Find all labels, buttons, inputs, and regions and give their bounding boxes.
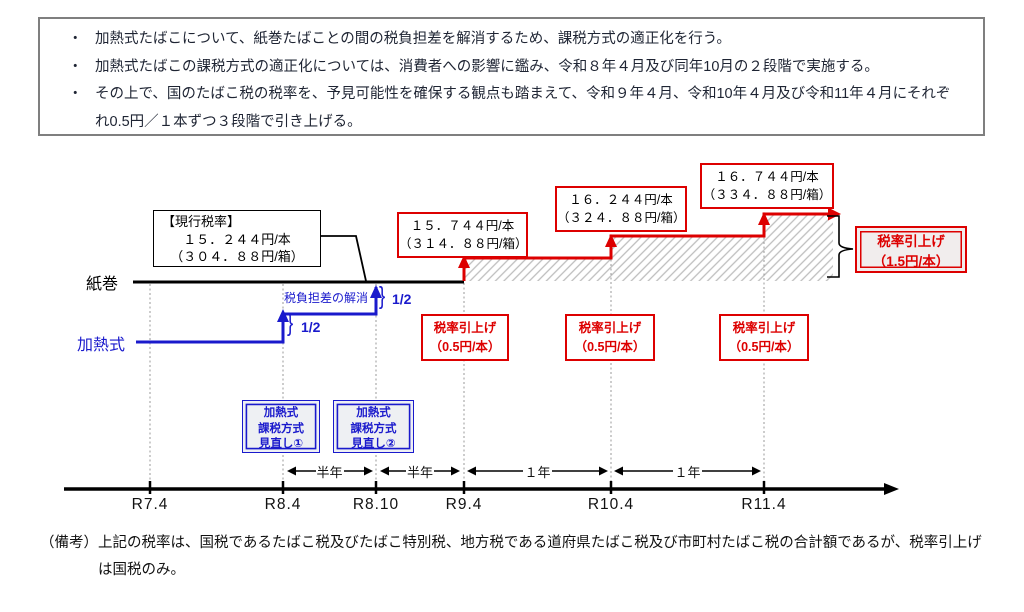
axis-ticks [148,481,766,494]
tick-label-r8-4: R8.4 [264,496,302,513]
tick-label-r9-4: R9.4 [445,496,483,513]
price-per-pack: （３２４．８８円/箱） [557,211,686,225]
row-label-heated: 加熱式 [77,337,126,354]
tick-label-r7-4: R7.4 [131,496,169,513]
price-box-r9: １５．７４４円/本 （３１４．８８円/箱） [397,212,528,258]
price-per-stick: １５．７４４円/本 [410,219,515,233]
footnote: （備考） 上記の税率は、国税であるたばこ税及びたばこ特別税、地方税である道府県た… [40,530,992,584]
note-item-1: ・ 加熱式たばこについて、紙巻たばことの間の税負担差を解消するため、課税方式の適… [68,26,963,54]
review-line: 加熱式 [263,407,299,419]
hatched-increase-area-icon [464,214,833,281]
review-line: 加熱式 [356,407,391,419]
review-box-2: 加熱式 課税方式 見直し② [333,400,414,453]
bullet-marker: ・ [68,86,83,102]
half-label-2: 1/2 [392,291,412,307]
note-item-3: ・ その上で、国のたばこ税の税率を、予見可能性を確保する観点も踏まえて、令和９年… [68,81,963,136]
summary-notes-box: ・ 加熱式たばこについて、紙巻たばことの間の税負担差を解消するため、課税方式の適… [38,17,985,136]
gap-elimination-label: 税負担差の解消 [284,291,369,305]
total-increase-title: 税率引上げ [877,234,945,249]
footnote-marker: （備考） [40,535,98,551]
total-increase-amount: （1.5円/本） [872,253,950,269]
review-line: 見直し② [351,438,396,450]
price-per-pack: （３１４．８８円/箱） [399,237,528,251]
time-axis [64,481,899,495]
footnote-text: 上記の税率は、国税であるたばこ税及びたばこ特別税、地方税である道府県たばこ税及び… [98,535,982,578]
heated-tobacco-step-line [136,285,382,344]
review-line: 課税方式 [350,422,397,435]
price-per-pack: （３３４．８８円/箱） [702,188,832,202]
tick-label-r11-4: R11.4 [741,496,787,513]
red-up-arrow-icon [458,255,470,268]
step-increase-title: 税率引上げ [578,321,642,335]
brace-icon: } [379,282,386,310]
interval-arrows [287,466,761,476]
row-label-cigarette: 紙巻 [86,276,119,293]
current-tax-title: 【現行税率】 [162,214,241,229]
bullet-marker: ・ [68,58,83,75]
note-text-3: その上で、国のたばこ税の税率を、予見可能性を確保する観点も踏まえて、令和９年４月… [95,86,951,130]
review-line: 課税方式 [258,422,304,435]
note-item-2: ・ 加熱式たばこの課税方式の適正化については、消費者への影響に鑑み、令和８年４月… [68,54,963,82]
red-up-arrow-icon [758,212,770,225]
blue-up-arrow-icon [370,285,382,298]
review-box-1: 加熱式 課税方式 見直し① [242,400,320,453]
half-label-1: 1/2 [301,319,321,335]
step-increase-amount: （0.5円/本） [574,340,646,354]
step-increase-box-2: 税率引上げ （0.5円/本） [565,314,655,361]
current-tax-leader-line [321,235,367,282]
axis-arrow-icon [884,483,899,495]
note-text-2: 加熱式たばこの課税方式の適正化については、消費者への影響に鑑み、令和８年４月及び… [95,58,879,75]
tick-label-r8-10: R8.10 [352,496,400,513]
current-tax-per-stick: １５．２４４円/本 [183,231,291,247]
interval-label-half-year-1: 半年 [316,465,343,480]
price-box-r11: １６．７４４円/本 （３３４．８８円/箱） [700,163,834,209]
brace-icon: } [287,309,294,337]
total-increase-box: 税率引上げ （1.5円/本） [855,226,967,273]
note-text-1: 加熱式たばこについて、紙巻たばことの間の税負担差を解消するため、課税方式の適正化… [95,31,731,47]
blue-up-arrow-icon [277,309,289,322]
price-box-r10: １６．２４４円/本 （３２４．８８円/箱） [555,186,687,232]
current-tax-per-pack: （３０４．８８円/箱） [170,249,304,264]
total-increase-bracket-icon [827,215,854,278]
step-increase-title: 税率引上げ [433,321,497,335]
interval-label-one-year-2: １年 [674,465,701,480]
step-increase-title: 税率引上げ [732,321,796,335]
step-increase-box-3: 税率引上げ （0.5円/本） [719,314,809,361]
current-tax-box: 【現行税率】 １５．２４４円/本 （３０４．８８円/箱） [153,210,321,267]
tax-raise-step-line [458,207,841,281]
step-increase-amount: （0.5円/本） [429,340,501,354]
review-line: 見直し① [258,438,304,450]
interval-label-one-year-1: １年 [524,465,551,480]
price-per-stick: １６．２４４円/本 [569,193,673,207]
step-increase-amount: （0.5円/本） [728,340,800,354]
step-increase-box-1: 税率引上げ （0.5円/本） [421,314,509,361]
bullet-marker: ・ [68,31,83,47]
red-right-arrow-icon [828,207,841,221]
red-up-arrow-icon [605,234,617,247]
price-per-stick: １６．７４４円/本 [715,170,819,184]
interval-label-half-year-2: 半年 [406,465,433,480]
tick-label-r10-4: R10.4 [587,496,635,513]
